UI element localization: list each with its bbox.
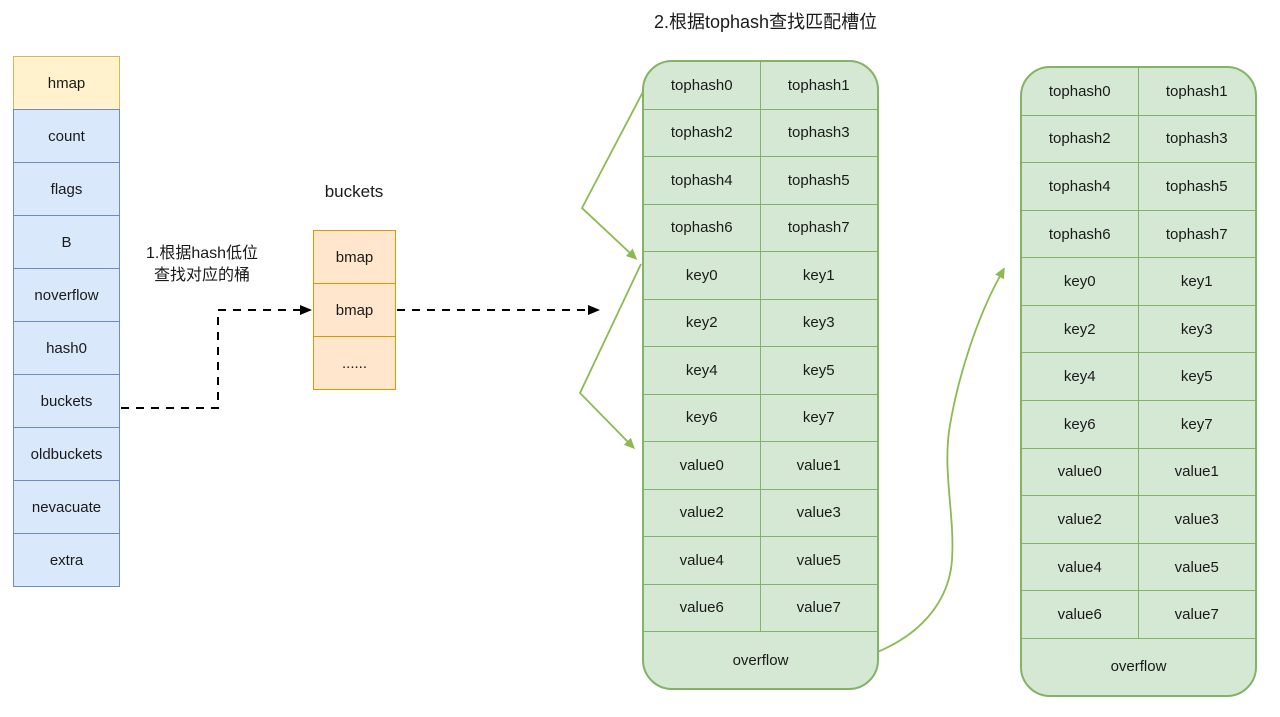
- bucket-cell: value4: [644, 537, 761, 585]
- dashed-arrow-buckets-to-bmap: [121, 305, 312, 409]
- bucket-cell: tophash1: [1138, 68, 1255, 116]
- bucket-cell: tophash2: [644, 109, 761, 157]
- hmap-header-cell: hmap: [13, 56, 120, 110]
- bucket-cell: key0: [644, 252, 761, 300]
- bucket-cell: value1: [760, 442, 877, 490]
- bucket-cell: value2: [644, 489, 761, 537]
- bucket-cell: tophash0: [644, 62, 761, 110]
- bucket-cell: key1: [1138, 258, 1255, 306]
- bucket-cell: tophash5: [1138, 163, 1255, 211]
- bucket-cell: value2: [1022, 496, 1139, 544]
- bucket-cell: value5: [760, 537, 877, 585]
- bucket-cell: value1: [1138, 449, 1255, 497]
- bucket-cell: key6: [1022, 401, 1139, 449]
- bucket-1: tophash0 tophash1 tophash2 tophash3 toph…: [642, 60, 879, 690]
- bucket-cell: key0: [1022, 258, 1139, 306]
- buckets-array-label: buckets: [324, 182, 384, 201]
- bucket-cell: value3: [1138, 496, 1255, 544]
- diagram-title: 2.根据tophash查找匹配槽位: [654, 12, 878, 32]
- bucket-cell: key5: [1138, 353, 1255, 402]
- bucket-cell: value6: [644, 584, 761, 632]
- hmap-field-hash0: hash0: [13, 321, 120, 375]
- bmap-cell: bmap: [313, 283, 396, 337]
- hmap-struct: hmap count flags B noverflow hash0 bucke…: [13, 56, 120, 587]
- bucket-cell: value0: [644, 442, 761, 490]
- bucket-cell: key2: [644, 299, 761, 347]
- bucket-cell: tophash0: [1022, 68, 1139, 116]
- hmap-field-oldbuckets: oldbuckets: [13, 427, 120, 481]
- bucket-cell: key5: [760, 347, 877, 395]
- arrow-tophash-to-key: [580, 87, 646, 260]
- hmap-field-count: count: [13, 109, 120, 163]
- bucket-cell: tophash4: [644, 157, 761, 205]
- bucket-cell: value0: [1022, 448, 1139, 497]
- bucket-cell: tophash3: [1138, 116, 1255, 164]
- bucket-cell: key2: [1022, 305, 1139, 354]
- bucket-cell: tophash6: [1022, 210, 1139, 259]
- bmap-cell: bmap: [313, 230, 396, 284]
- bucket-cell: value4: [1022, 543, 1139, 592]
- bucket-cell: tophash5: [760, 157, 877, 205]
- bucket-cell: value6: [1022, 591, 1139, 639]
- step1-annotation: 1.根据hash低位 查找对应的桶: [118, 243, 286, 287]
- step1-annotation-line1: 1.根据hash低位: [145, 245, 259, 262]
- bucket-cell: key7: [760, 395, 877, 442]
- bucket-cell: value7: [760, 585, 877, 632]
- bucket-2: tophash0 tophash1 tophash2 tophash3 toph…: [1020, 66, 1257, 697]
- bucket-cell: tophash6: [644, 204, 761, 252]
- bucket-cell: key4: [644, 347, 761, 395]
- bucket-cell: tophash7: [1138, 211, 1255, 259]
- bucket-cell: tophash7: [760, 205, 877, 252]
- bucket-overflow-cell: overflow: [1110, 658, 1167, 676]
- hmap-field-extra: extra: [13, 533, 120, 587]
- bucket-cell: key3: [760, 300, 877, 347]
- arrow-key-to-value: [578, 263, 642, 450]
- hmap-field-b: B: [13, 215, 120, 269]
- step1-annotation-line2: 查找对应的桶: [153, 267, 250, 284]
- bucket-cell: key3: [1138, 306, 1255, 354]
- bucket-cell: key1: [760, 252, 877, 300]
- bucket-cell: value7: [1138, 591, 1255, 639]
- bucket-overflow-cell: overflow: [732, 651, 789, 669]
- bucket-cell: tophash3: [760, 110, 877, 157]
- hmap-field-flags: flags: [13, 162, 120, 216]
- bucket-cell: key6: [644, 394, 761, 442]
- bmap-cell-ellipsis: ......: [313, 336, 396, 390]
- bucket-cell: key4: [1022, 353, 1139, 402]
- bucket-cell: key7: [1138, 401, 1255, 449]
- hmap-field-buckets: buckets: [13, 374, 120, 428]
- hmap-field-noverflow: noverflow: [13, 268, 120, 322]
- bucket-cell: tophash2: [1022, 115, 1139, 164]
- bucket-cell: value5: [1138, 544, 1255, 592]
- bucket-cell: tophash4: [1022, 163, 1139, 211]
- bucket-cell: tophash1: [760, 62, 877, 110]
- bucket-cell: value3: [760, 490, 877, 537]
- buckets-array: bmap bmap ......: [313, 230, 396, 390]
- hmap-field-nevacuate: nevacuate: [13, 480, 120, 534]
